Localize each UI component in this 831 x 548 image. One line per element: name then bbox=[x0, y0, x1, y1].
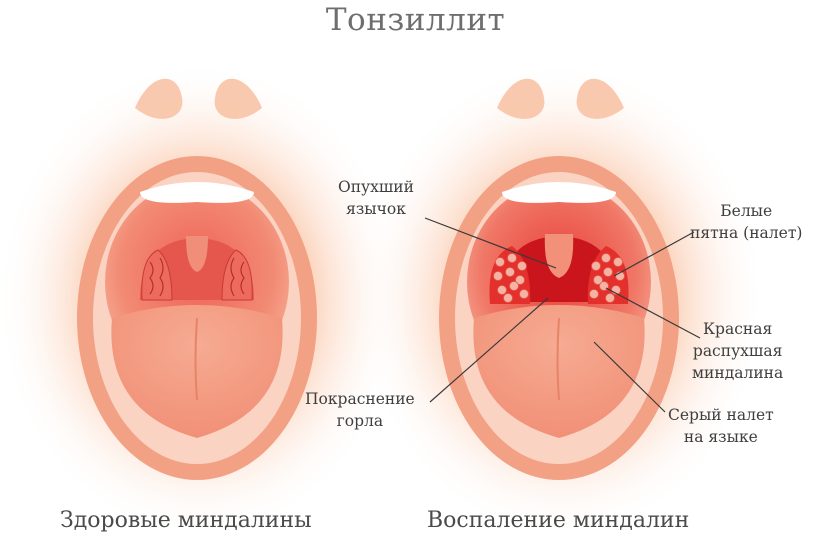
label-throat-redness-line2: горла bbox=[336, 412, 384, 430]
right-upper-teeth bbox=[502, 182, 616, 203]
label-swollen-uvula-line1: Опухший bbox=[338, 178, 414, 196]
left-nostril-right bbox=[214, 78, 262, 119]
label-throat-redness: Покраснение горла bbox=[305, 388, 415, 432]
leader-throat bbox=[429, 297, 549, 403]
label-gray-coating-line1: Серый налет bbox=[668, 406, 774, 424]
left-tonsil-right bbox=[221, 249, 253, 301]
inflamed-mouth bbox=[357, 60, 767, 540]
leader-uvula bbox=[424, 217, 557, 269]
right-tongue-groove bbox=[556, 317, 560, 401]
label-gray-coating-line2: на языке bbox=[683, 428, 758, 446]
label-red-tonsil: Красная распухшая миндалина bbox=[692, 318, 783, 384]
label-red-tonsil-line3: миндалина bbox=[692, 364, 784, 382]
left-uvula bbox=[186, 236, 208, 272]
right-tongue bbox=[473, 305, 645, 438]
label-throat-redness-line1: Покраснение bbox=[305, 390, 415, 408]
right-nostril-left bbox=[497, 78, 545, 119]
healthy-mouth bbox=[0, 60, 405, 540]
label-swollen-uvula-line2: язычок bbox=[346, 200, 406, 218]
label-red-tonsil-line1: Красная bbox=[703, 320, 773, 338]
right-nostril-right bbox=[576, 78, 624, 119]
label-white-spots: Белые пятна (налет) bbox=[690, 200, 802, 244]
diagram-title: Тонзиллит bbox=[325, 2, 506, 38]
left-tongue-groove bbox=[194, 317, 198, 401]
left-tonsil-texture-r bbox=[230, 257, 245, 297]
caption-inflamed-tonsils: Воспаление миндалин bbox=[427, 508, 690, 533]
left-nostril-left bbox=[135, 78, 183, 119]
leader-gray-coating bbox=[593, 341, 666, 413]
white-spots-left bbox=[493, 253, 529, 303]
leader-red-tonsil bbox=[605, 287, 701, 339]
white-spots-right bbox=[589, 253, 625, 303]
label-red-tonsil-line2: распухшая bbox=[692, 342, 783, 360]
leader-white-spots bbox=[613, 231, 695, 277]
label-gray-coating: Серый налет на языке bbox=[668, 404, 774, 448]
label-white-spots-line2: пятна (налет) bbox=[690, 224, 803, 242]
leader-lines bbox=[424, 217, 701, 413]
caption-healthy-tonsils: Здоровые миндалины bbox=[60, 508, 312, 533]
label-swollen-uvula: Опухший язычок bbox=[338, 176, 414, 220]
left-tonsil-left bbox=[141, 249, 173, 301]
left-upper-teeth bbox=[140, 182, 254, 203]
left-tongue bbox=[111, 305, 283, 438]
left-tonsil-texture-l bbox=[149, 257, 164, 297]
label-white-spots-line1: Белые bbox=[720, 202, 773, 220]
